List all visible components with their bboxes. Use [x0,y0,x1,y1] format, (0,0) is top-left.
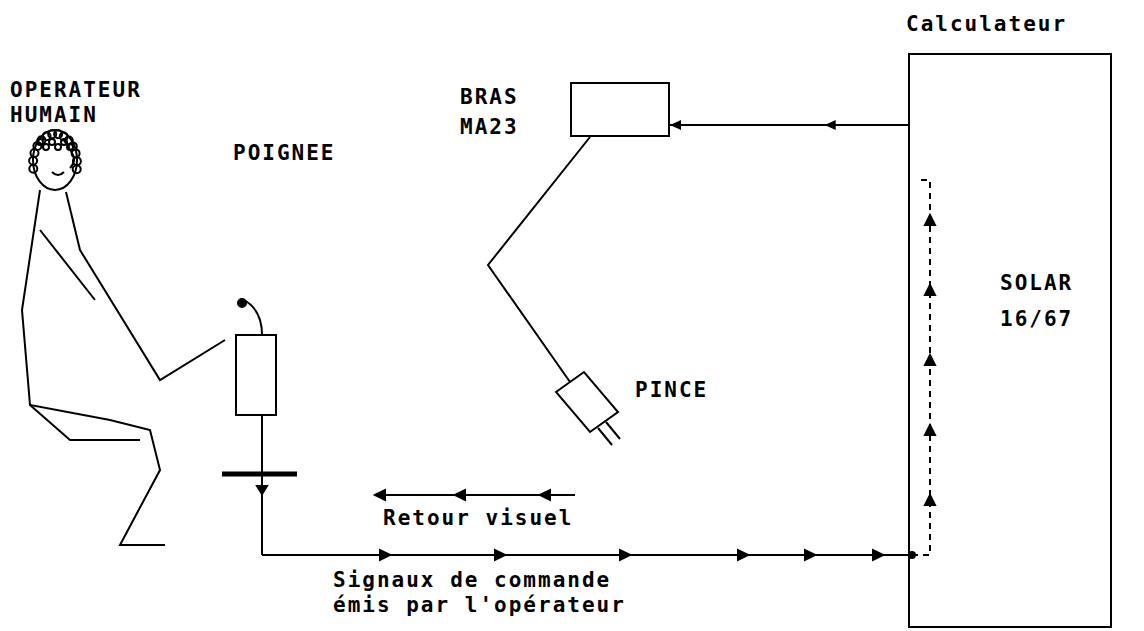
actor-label: OPERATEUR HUMAIN [10,78,175,128]
connector [670,120,908,130]
node-heading: Calculateur [906,12,1116,37]
signal-label: Retour visuel [383,506,603,531]
signal-label: Signaux de commande émis par l'opérateur [333,568,678,618]
visual-feedback-arrow [375,490,575,500]
part-name: PINCE [635,378,745,403]
robot-arm [488,137,620,445]
node-heading: BRAS MA23 [460,82,542,142]
joystick [222,299,297,555]
internal-dashed-link [909,180,935,558]
node-label: SOLAR 16/67 [1000,265,1095,337]
part-name: POIGNEE [233,141,363,166]
arm-box: BRAS MA23 [570,82,670,137]
computer-box: CalculateurSOLAR 16/67 [908,53,1112,628]
operator-figure [22,130,225,545]
command-signal-line [262,550,908,560]
